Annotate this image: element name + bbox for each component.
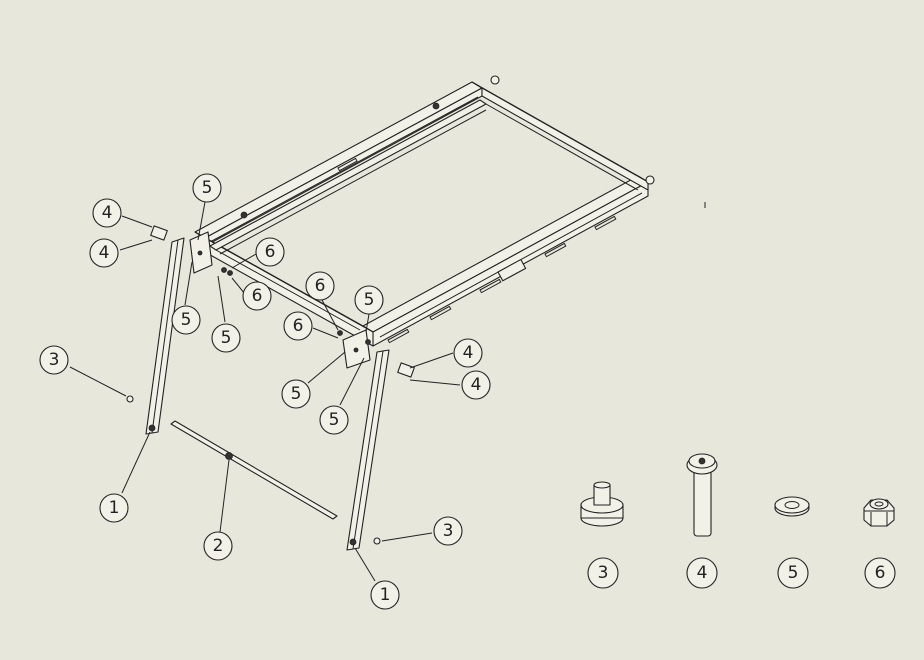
svg-text:4: 4 bbox=[697, 563, 708, 583]
balloon-1: 1 bbox=[370, 580, 400, 610]
knob-icon bbox=[580, 481, 624, 527]
svg-text:6: 6 bbox=[293, 316, 304, 336]
svg-text:4: 4 bbox=[102, 203, 113, 223]
legend-balloon-6: 6 bbox=[864, 557, 896, 589]
svg-text:5: 5 bbox=[788, 563, 799, 583]
svg-text:6: 6 bbox=[315, 276, 326, 296]
legend-balloon-4: 4 bbox=[686, 557, 718, 589]
balloon-3: 3 bbox=[39, 345, 69, 375]
leg-left bbox=[145, 237, 185, 435]
parts-legend: 3 4 5 6 bbox=[580, 453, 896, 589]
balloon-5: 5 bbox=[171, 305, 201, 335]
front-rail-slots bbox=[387, 215, 617, 344]
nut-icon bbox=[863, 498, 895, 527]
svg-text:1: 1 bbox=[380, 585, 391, 605]
balloon-4: 4 bbox=[453, 338, 483, 368]
balloon-4: 4 bbox=[89, 238, 119, 268]
balloon-2: 2 bbox=[203, 531, 233, 561]
washer-icon bbox=[774, 496, 810, 517]
svg-text:5: 5 bbox=[202, 178, 213, 198]
balloon-5: 5 bbox=[192, 173, 222, 203]
balloon-1: 1 bbox=[99, 493, 129, 523]
leg-right bbox=[346, 349, 390, 551]
svg-text:4: 4 bbox=[99, 243, 110, 263]
legend-balloon-3: 3 bbox=[587, 557, 619, 589]
svg-text:6: 6 bbox=[875, 563, 886, 583]
svg-text:5: 5 bbox=[181, 310, 192, 330]
balloon-5: 5 bbox=[211, 323, 241, 353]
svg-text:4: 4 bbox=[463, 343, 474, 363]
hardware-items bbox=[126, 225, 415, 545]
svg-text:2: 2 bbox=[213, 536, 224, 556]
svg-text:5: 5 bbox=[364, 290, 375, 310]
balloon-callouts: 4 4 5 6 6 5 5 6 6 5 5 5 4 4 3 1 2 3 1 bbox=[39, 173, 491, 610]
balloon-5: 5 bbox=[354, 285, 384, 315]
leader-lines bbox=[69, 201, 461, 582]
balloon-6: 6 bbox=[283, 311, 313, 341]
svg-text:6: 6 bbox=[252, 286, 263, 306]
svg-text:3: 3 bbox=[49, 350, 60, 370]
balloon-6: 6 bbox=[305, 271, 335, 301]
balloon-6: 6 bbox=[255, 237, 285, 267]
balloon-4: 4 bbox=[461, 370, 491, 400]
balloon-5: 5 bbox=[281, 379, 311, 409]
svg-text:3: 3 bbox=[598, 563, 609, 583]
balloon-5: 5 bbox=[319, 405, 349, 435]
table-frame bbox=[189, 75, 655, 369]
crossbar bbox=[170, 420, 338, 520]
svg-text:5: 5 bbox=[291, 384, 302, 404]
svg-text:5: 5 bbox=[221, 328, 232, 348]
legend-balloon-5: 5 bbox=[777, 557, 809, 589]
svg-text:6: 6 bbox=[265, 242, 276, 262]
balloon-3: 3 bbox=[433, 516, 463, 546]
svg-text:5: 5 bbox=[329, 410, 340, 430]
balloon-6: 6 bbox=[242, 281, 272, 311]
svg-text:1: 1 bbox=[109, 498, 120, 518]
balloon-4: 4 bbox=[92, 198, 122, 228]
bolt-icon bbox=[686, 453, 718, 537]
svg-text:3: 3 bbox=[443, 521, 454, 541]
svg-text:4: 4 bbox=[471, 375, 482, 395]
